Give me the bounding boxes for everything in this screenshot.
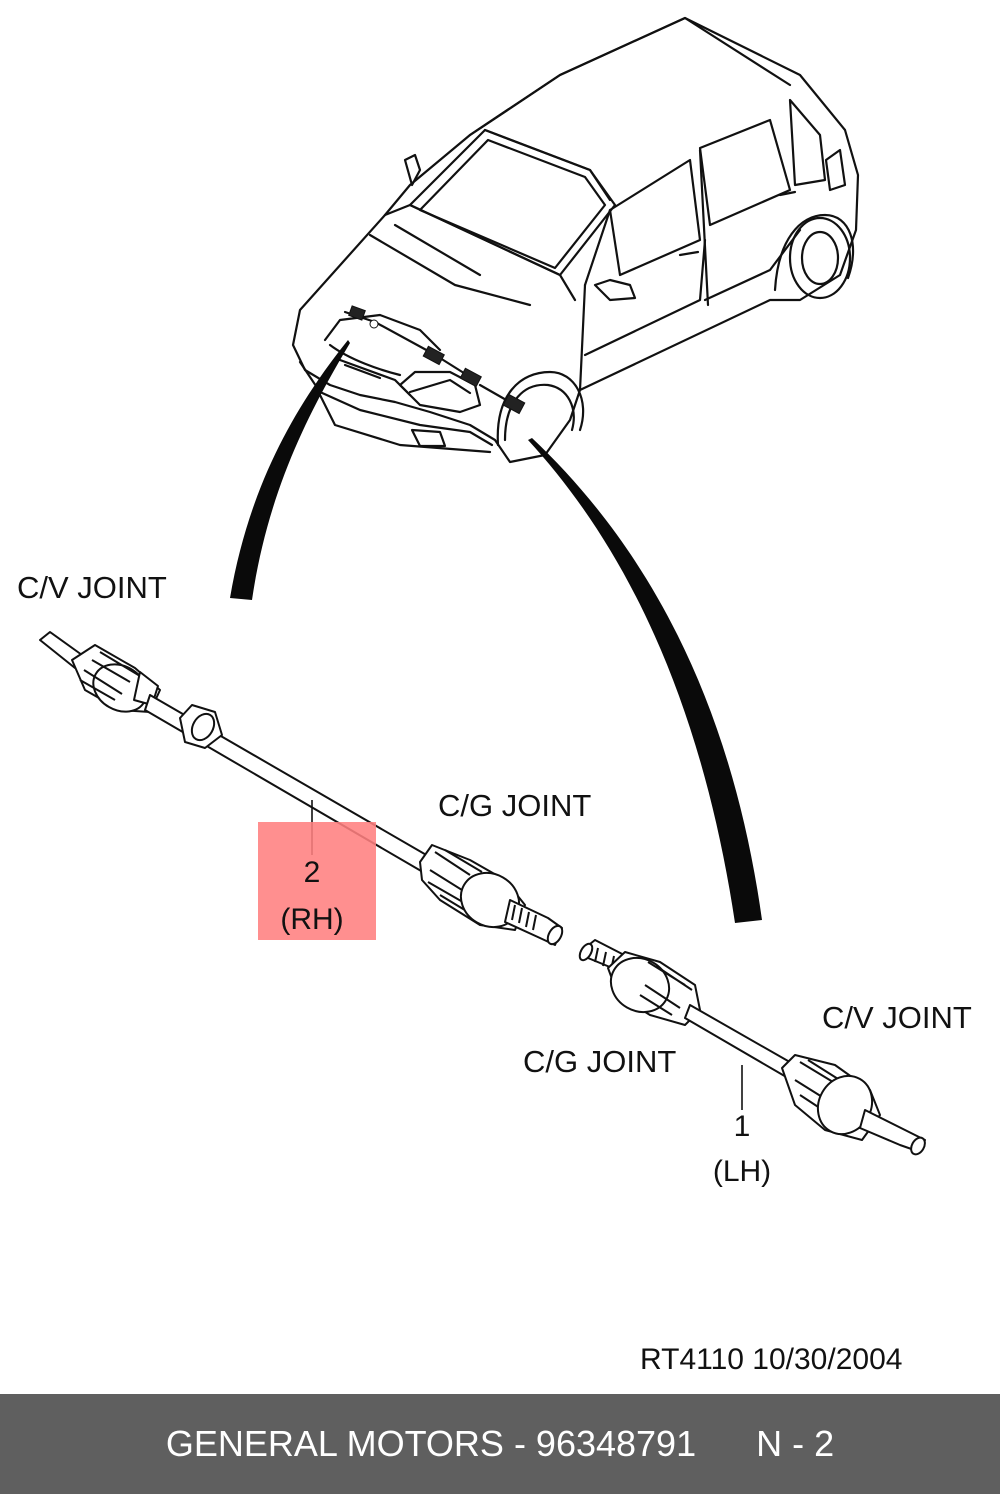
- callout-swoosh-rh: [230, 340, 350, 600]
- cv-joint-label-rh: C/V JOINT: [17, 570, 167, 605]
- lh-drive-shaft: [578, 939, 926, 1156]
- part-side-rh[interactable]: (RH): [280, 903, 344, 936]
- cg-joint-label-rh: C/G JOINT: [438, 788, 592, 823]
- cg-joint-label-lh: C/G JOINT: [523, 1044, 677, 1079]
- part-number-lh[interactable]: 1: [733, 1110, 751, 1143]
- car-shaft-joints: [348, 305, 526, 415]
- car-illustration: [291, 16, 860, 464]
- callout-swoosh-lh: [528, 438, 762, 923]
- part-side-lh[interactable]: (LH): [712, 1155, 772, 1188]
- part-highlight: [258, 822, 376, 940]
- footer-text: GENERAL MOTORS - 96348791 N - 2: [165, 1423, 835, 1464]
- footer-bar: GENERAL MOTORS - 96348791 N - 2: [0, 1394, 1000, 1494]
- part-number-rh[interactable]: 2: [303, 856, 321, 889]
- drawing-reference: RT4110 10/30/2004: [640, 1343, 903, 1376]
- cv-joint-label-lh: C/V JOINT: [822, 1000, 972, 1035]
